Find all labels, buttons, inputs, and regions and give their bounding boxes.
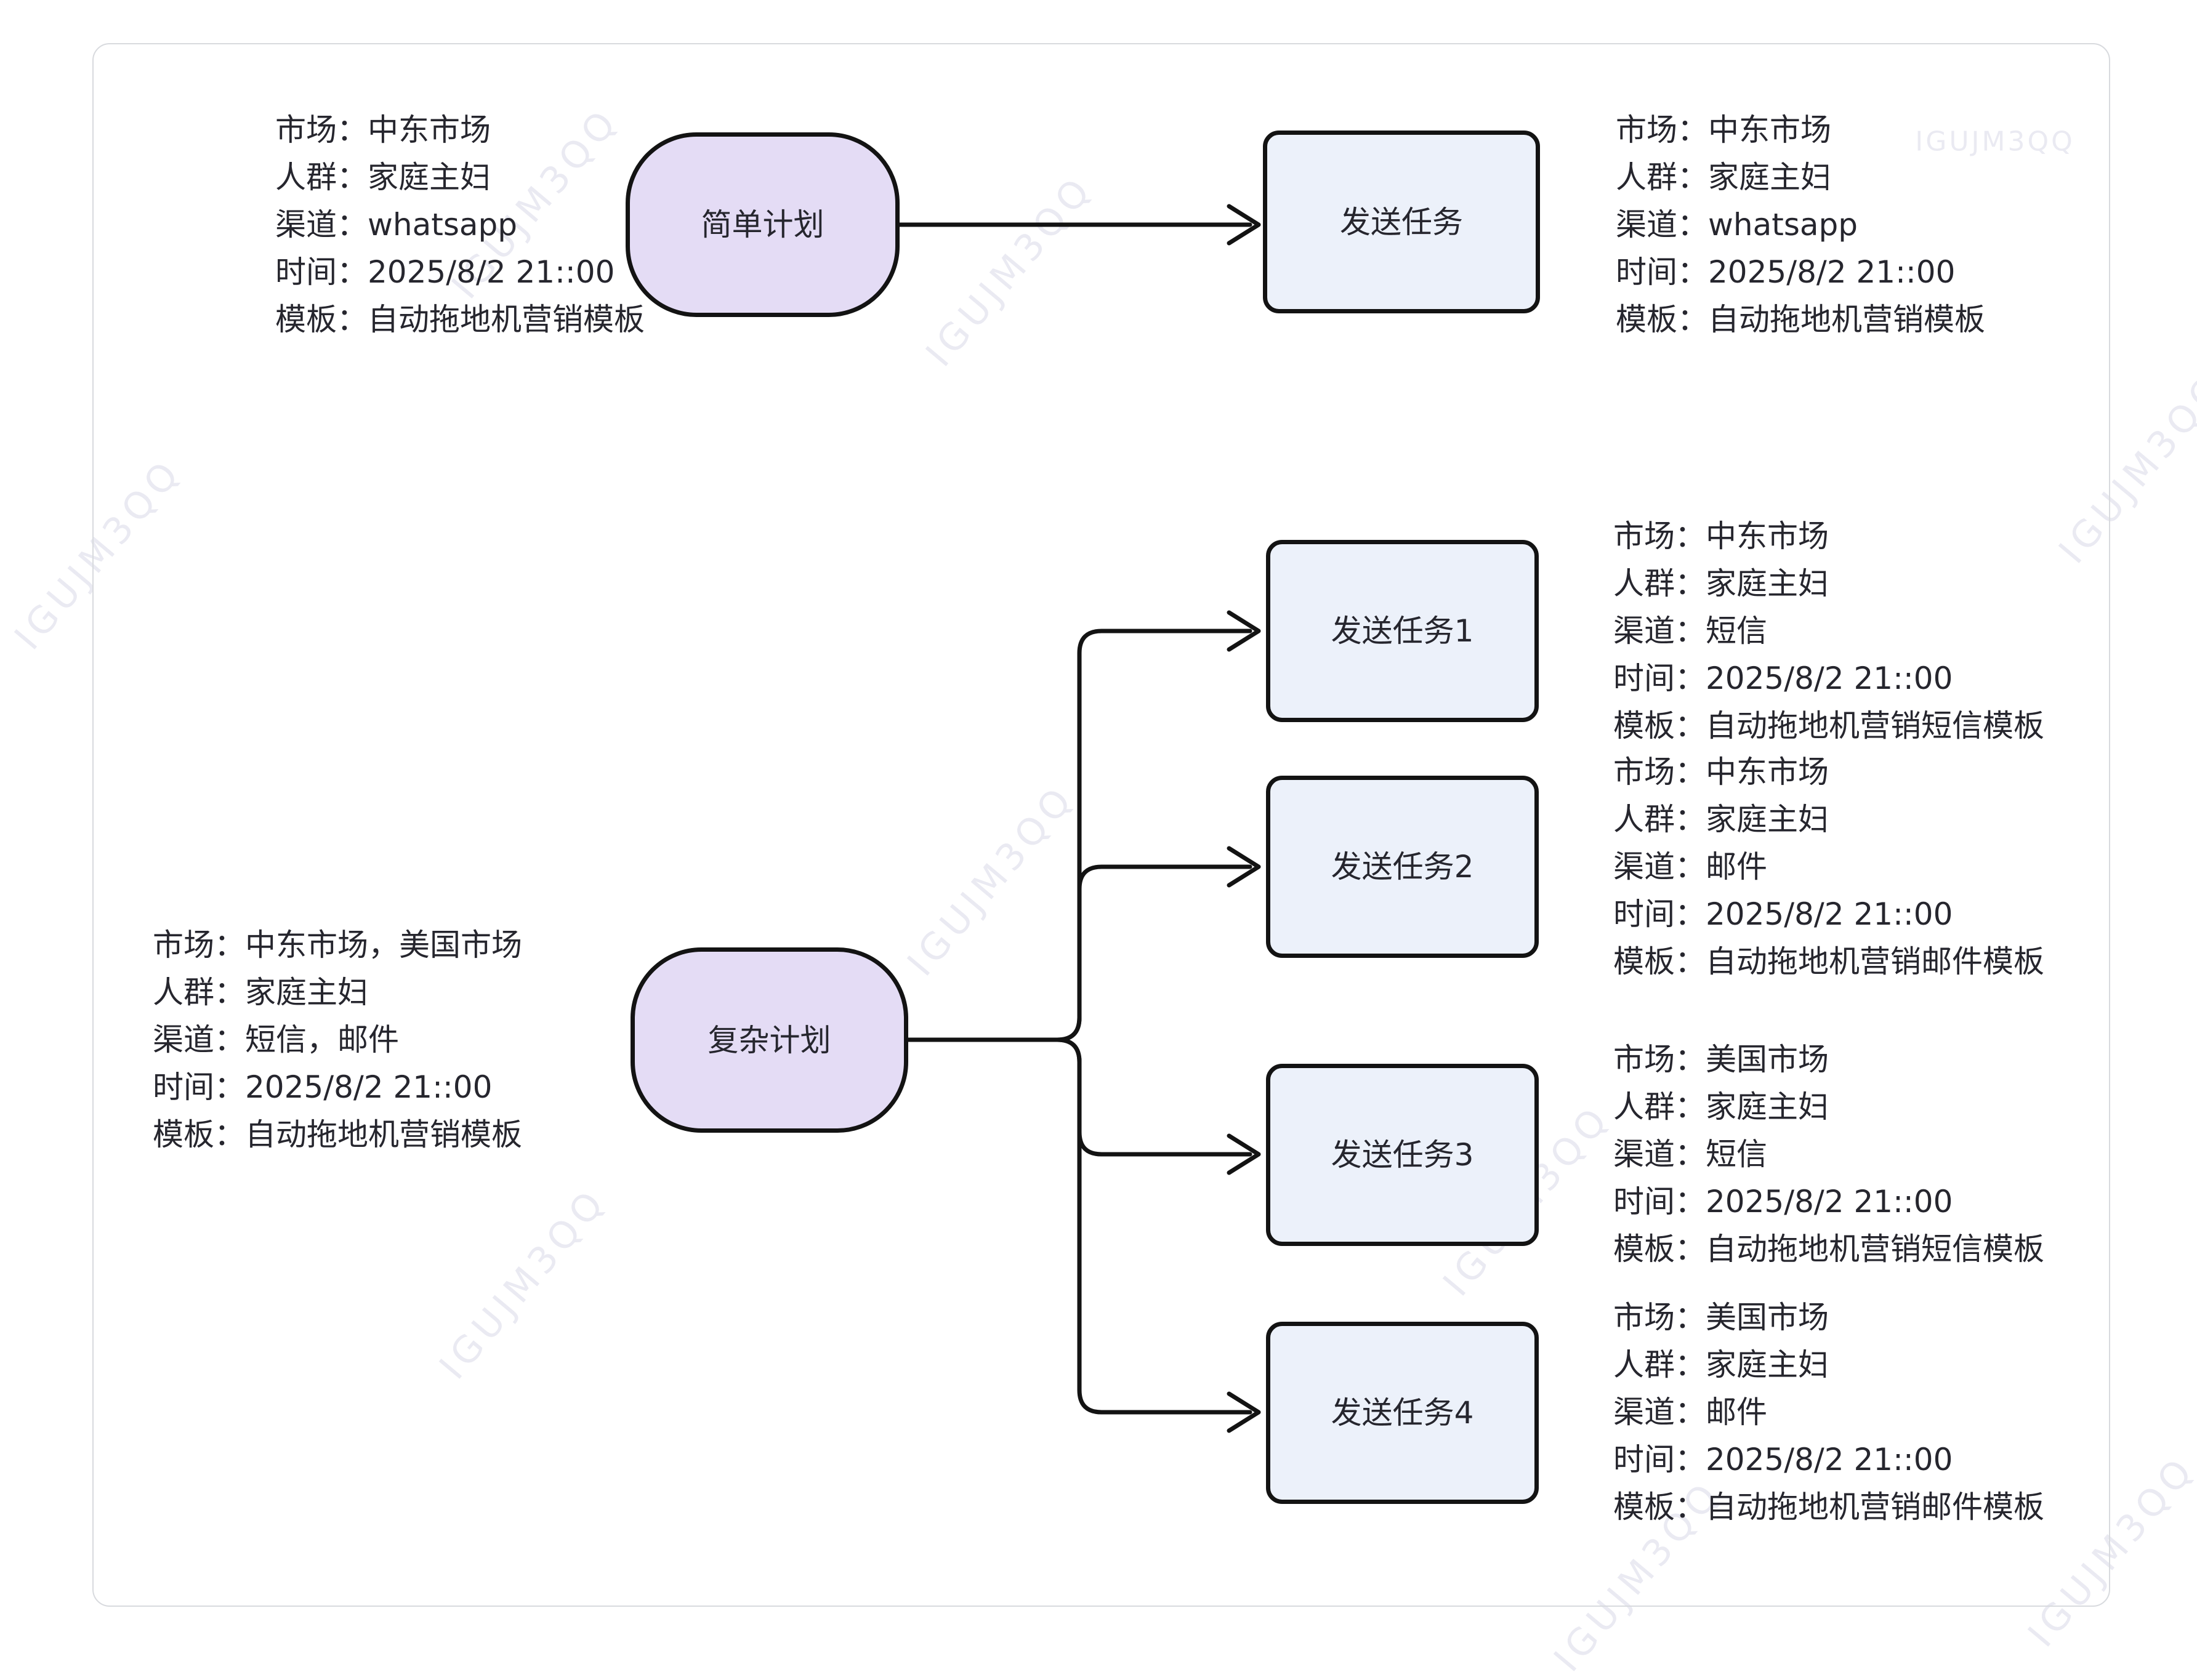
annotation-line: 市场：中东市场 xyxy=(1613,754,1829,790)
node-task2: 发送任务2 xyxy=(1266,776,1539,958)
annotation-line: 人群：家庭主妇 xyxy=(153,975,368,1010)
node-complex-plan: 复杂计划 xyxy=(631,947,908,1133)
annotation-line: 人群：家庭主妇 xyxy=(1613,1347,1829,1383)
annotation-line: 时间：2025/8/2 21::00 xyxy=(1613,661,1953,696)
annotation-line: 渠道：短信 xyxy=(1613,1136,1767,1172)
annotation-line: 模板：自动拖地机营销邮件模板 xyxy=(1613,1489,2044,1525)
annotation-line: 渠道：whatsapp xyxy=(1616,207,1858,243)
node-task1: 发送任务1 xyxy=(1266,540,1539,722)
node-task3-label: 发送任务3 xyxy=(1331,1137,1474,1173)
annotation-line: 时间：2025/8/2 21::00 xyxy=(153,1069,493,1105)
node-task4: 发送任务4 xyxy=(1266,1322,1539,1504)
node-simple-task-label: 发送任务 xyxy=(1340,204,1463,240)
node-complex-plan-label: 复杂计划 xyxy=(707,1022,831,1058)
annotation-complex-plan: 市场：中东市场，美国市场人群：家庭主妇渠道：短信，邮件时间：2025/8/2 2… xyxy=(153,922,522,1159)
annotation-line: 市场：中东市场 xyxy=(275,112,491,148)
annotation-line: 时间：2025/8/2 21::00 xyxy=(275,254,615,290)
annotation-simple-plan: 市场：中东市场人群：家庭主妇渠道：whatsapp 时间：2025/8/2 21:… xyxy=(275,107,645,344)
annotation-line: 市场：中东市场 xyxy=(1616,112,1831,148)
annotation-line: 渠道：短信，邮件 xyxy=(153,1022,399,1058)
annotation-line: 时间：2025/8/2 21::00 xyxy=(1616,254,1956,290)
annotation-line: 时间：2025/8/2 21::00 xyxy=(1613,896,1953,932)
annotation-line: 模板：自动拖地机营销短信模板 xyxy=(1613,1231,2044,1267)
annotation-line: 渠道：邮件 xyxy=(1613,849,1767,885)
annotation-line: 人群：家庭主妇 xyxy=(1613,566,1829,601)
diagram-card xyxy=(92,43,2110,1607)
annotation-line: 人群：家庭主妇 xyxy=(1616,159,1831,195)
watermark-text: IGUJM3QQ xyxy=(1915,126,2075,158)
annotation-line: 市场：中东市场，美国市场 xyxy=(153,927,522,963)
annotation-line: 人群：家庭主妇 xyxy=(1613,802,1829,837)
node-simple-task: 发送任务 xyxy=(1263,131,1540,313)
annotation-line: 模板：自动拖地机营销邮件模板 xyxy=(1613,944,2044,979)
annotation-simple-task: 市场：中东市场人群：家庭主妇渠道：whatsapp 时间：2025/8/2 21:… xyxy=(1616,107,1985,344)
annotation-line: 渠道：短信 xyxy=(1613,613,1767,649)
annotation-line: 时间：2025/8/2 21::00 xyxy=(1613,1184,1953,1220)
annotation-line: 模板：自动拖地机营销短信模板 xyxy=(1613,708,2044,744)
annotation-line: 人群：家庭主妇 xyxy=(1613,1089,1829,1125)
node-task1-label: 发送任务1 xyxy=(1331,613,1474,649)
annotation-line: 模板：自动拖地机营销模板 xyxy=(275,302,645,337)
node-task4-label: 发送任务4 xyxy=(1331,1395,1474,1431)
annotation-line: 模板：自动拖地机营销模板 xyxy=(1616,302,1985,337)
annotation-line: 模板：自动拖地机营销模板 xyxy=(153,1117,522,1152)
annotation-line: 市场：中东市场 xyxy=(1613,518,1829,554)
annotation-line: 时间：2025/8/2 21::00 xyxy=(1613,1442,1953,1477)
annotation-line: 市场：美国市场 xyxy=(1613,1300,1829,1335)
annotation-line: 市场：美国市场 xyxy=(1613,1042,1829,1077)
node-simple-plan: 简单计划 xyxy=(626,132,900,317)
node-task3: 发送任务3 xyxy=(1266,1064,1539,1246)
annotation-line: 渠道：whatsapp xyxy=(275,207,517,243)
node-task2-label: 发送任务2 xyxy=(1331,849,1474,885)
annotation-line: 渠道：邮件 xyxy=(1613,1394,1767,1430)
node-simple-plan-label: 简单计划 xyxy=(701,207,824,243)
annotation-line: 人群：家庭主妇 xyxy=(275,159,491,195)
